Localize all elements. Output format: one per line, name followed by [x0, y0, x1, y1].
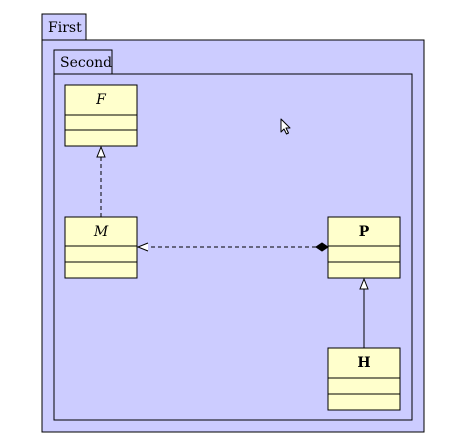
relation-H-P — [359, 277, 369, 348]
mouse-pointer-icon — [280, 118, 291, 135]
class-P-name: P — [359, 224, 370, 240]
relation-M-F-arrowhead — [96, 145, 106, 158]
relation-H-P-arrowhead — [359, 277, 369, 290]
package-second-label: Second — [60, 55, 112, 71]
class-M[interactable]: M — [64, 216, 138, 279]
class-F[interactable]: F — [64, 84, 138, 147]
relation-P-M — [136, 242, 329, 252]
class-H[interactable]: H — [327, 347, 401, 411]
package-first-label: First — [48, 20, 82, 36]
class-F-name: F — [95, 92, 107, 108]
class-H-box — [327, 347, 401, 411]
package-first-tab — [41, 13, 87, 41]
class-H-name: H — [357, 355, 370, 371]
relation-P-M-diamond — [315, 242, 329, 252]
relation-P-M-arrowhead — [136, 242, 149, 252]
class-M-name: M — [93, 224, 109, 240]
relation-M-F — [96, 145, 106, 217]
package-second-tab — [53, 49, 113, 75]
class-P[interactable]: P — [327, 216, 401, 279]
class-M-box — [64, 216, 138, 279]
